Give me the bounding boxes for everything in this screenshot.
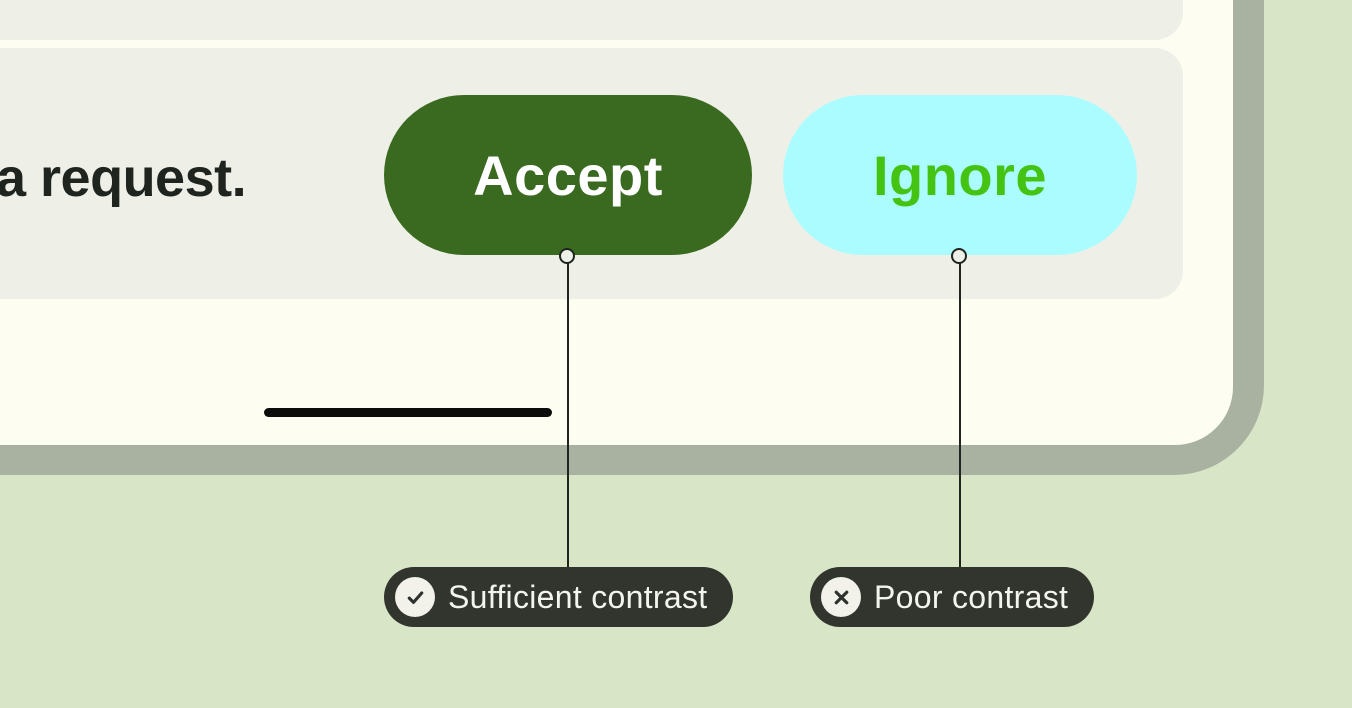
poor-contrast-callout: Poor contrast bbox=[810, 567, 1095, 627]
sufficient-contrast-label: Sufficient contrast bbox=[448, 578, 708, 615]
connector-line-accept bbox=[567, 262, 569, 570]
ignore-button-label: Ignore bbox=[872, 143, 1048, 207]
connector-line-ignore bbox=[959, 262, 961, 570]
connector-dot-accept bbox=[559, 248, 575, 264]
poor-contrast-label: Poor contrast bbox=[874, 578, 1069, 615]
home-indicator-bar bbox=[264, 408, 552, 417]
connector-dot-ignore bbox=[951, 248, 967, 264]
top-card bbox=[0, 0, 1183, 40]
sufficient-contrast-callout: Sufficient contrast bbox=[384, 567, 734, 627]
accept-button-label: Accept bbox=[473, 143, 663, 207]
x-icon bbox=[821, 577, 861, 617]
message-text: a request. bbox=[0, 148, 247, 208]
accept-button[interactable]: Accept bbox=[384, 95, 752, 255]
ignore-button[interactable]: Ignore bbox=[783, 95, 1137, 255]
check-icon bbox=[395, 577, 435, 617]
